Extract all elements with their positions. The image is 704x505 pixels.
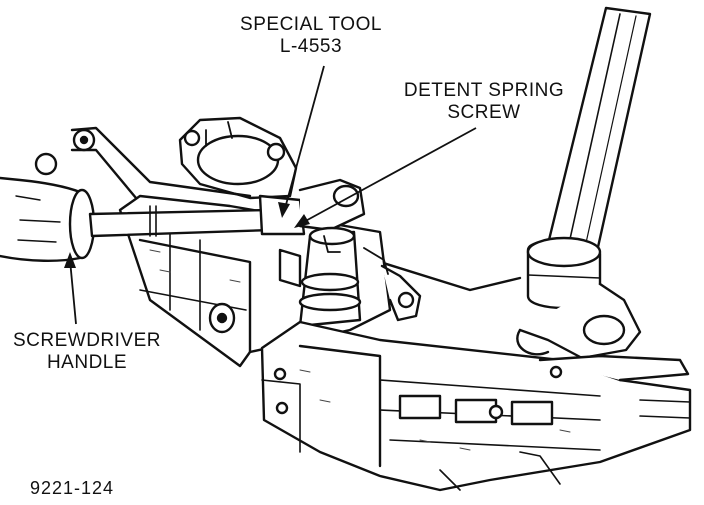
label-detent-spring-screw: DETENT SPRING SCREW	[384, 80, 584, 124]
leader-screwdriver	[69, 259, 77, 325]
linkage-bracket	[363, 247, 422, 322]
arrowhead-screwdriver	[64, 252, 76, 268]
shift-lever	[526, 6, 652, 310]
detent-cover	[178, 116, 298, 200]
arrowhead-detent-screw	[294, 214, 310, 228]
leader-detent-screw	[299, 127, 477, 225]
label-detent-line1: DETENT SPRING	[403, 80, 565, 101]
label-screwdriver-line2: HANDLE	[46, 352, 128, 373]
lever-yoke	[364, 248, 642, 360]
figure-number: 9221-124	[30, 478, 115, 498]
label-detent-line2: SCREW	[447, 102, 521, 123]
detent-spring-screw	[298, 226, 362, 328]
arrowhead-special-tool	[278, 202, 290, 218]
screwdriver-handle	[0, 176, 96, 262]
label-screwdriver-handle: SCREWDRIVER HANDLE	[6, 330, 168, 374]
valve-body	[260, 320, 692, 492]
label-special-tool-line2: L-4553	[279, 36, 343, 57]
label-special-tool: SPECIAL TOOL L-4553	[236, 14, 386, 58]
shading	[149, 249, 571, 451]
label-screwdriver-line1: SCREWDRIVER	[12, 330, 161, 351]
label-special-tool-line1: SPECIAL TOOL	[240, 14, 382, 35]
leader-special-tool	[283, 65, 325, 213]
